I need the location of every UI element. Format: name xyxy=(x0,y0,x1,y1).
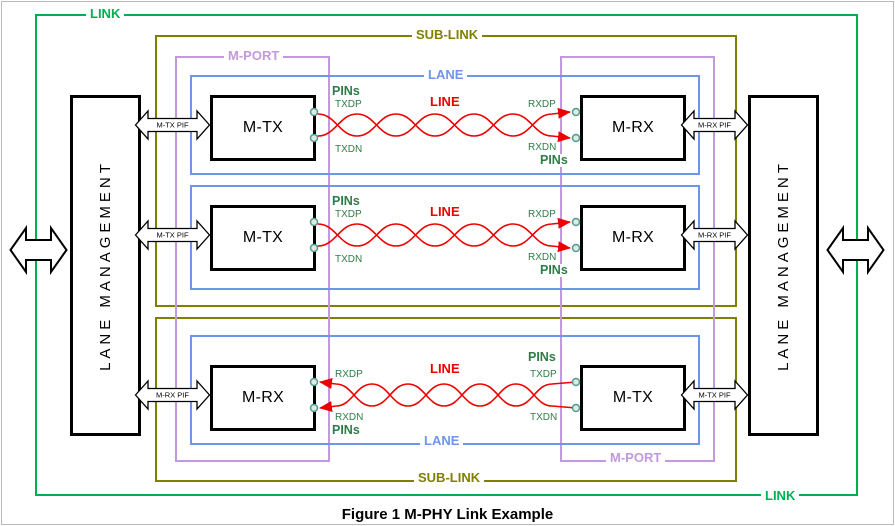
lane-label-bottom: LANE xyxy=(420,434,464,448)
txdp-label-lane-2: TXDP xyxy=(334,209,363,220)
rxdp-label-lane-1: RXDP xyxy=(527,99,557,110)
line-label-lane-3: LINE xyxy=(426,362,464,376)
m-tx-box-lane-3: M-TX xyxy=(580,365,686,431)
m-rx-box-lane-2: M-RX xyxy=(580,205,686,271)
link-label-top: LINK xyxy=(86,7,125,21)
line-label-lane-1: LINE xyxy=(426,95,464,109)
txdp-label-lane-3: TXDP xyxy=(529,369,558,380)
lane-management-left: LANE MANAGEMENT xyxy=(70,95,141,436)
pins-label-left-lane-2: PINs xyxy=(331,194,361,208)
line-label-lane-2: LINE xyxy=(426,205,464,219)
lane-label-top: LANE xyxy=(424,68,468,82)
m-tx-box-lane-2: M-TX xyxy=(210,205,316,271)
pins-label-left-lane-1: PINs xyxy=(331,84,361,98)
rxdn-label-lane-2: RXDN xyxy=(527,252,558,263)
link-label-bottom: LINK xyxy=(761,489,800,503)
m-rx-box-lane-3: M-RX xyxy=(210,365,316,431)
rxdp-label-lane-2: RXDP xyxy=(527,209,557,220)
mport-label-left: M-PORT xyxy=(224,49,284,63)
m-tx-box-lane-1: M-TX xyxy=(210,95,316,161)
sublink-label-top: SUB-LINK xyxy=(412,28,483,42)
rxdn-label-lane-3: RXDN xyxy=(334,412,365,423)
txdn-label-lane-3: TXDN xyxy=(529,412,559,423)
mport-label-right: M-PORT xyxy=(606,451,666,465)
pins-label-right-lane-1: PINs xyxy=(539,153,569,167)
m-rx-box-lane-1: M-RX xyxy=(580,95,686,161)
pins-label-right-lane-3: PINs xyxy=(527,350,557,364)
txdn-label-lane-2: TXDN xyxy=(334,254,364,265)
figure-caption: Figure 1 M-PHY Link Example xyxy=(341,506,554,523)
lane-management-right-label: LANE MANAGEMENT xyxy=(775,160,793,371)
txdn-label-lane-1: TXDN xyxy=(334,144,364,155)
sublink-label-bottom: SUB-LINK xyxy=(414,471,485,485)
txdp-label-lane-1: TXDP xyxy=(334,99,363,110)
pins-label-right-lane-2: PINs xyxy=(539,263,569,277)
rxdn-label-lane-1: RXDN xyxy=(527,142,558,153)
rxdp-label-lane-3: RXDP xyxy=(334,369,364,380)
lane-management-left-label: LANE MANAGEMENT xyxy=(97,160,115,371)
pins-label-left-lane-3: PINs xyxy=(331,423,361,437)
lane-management-right: LANE MANAGEMENT xyxy=(748,95,819,436)
